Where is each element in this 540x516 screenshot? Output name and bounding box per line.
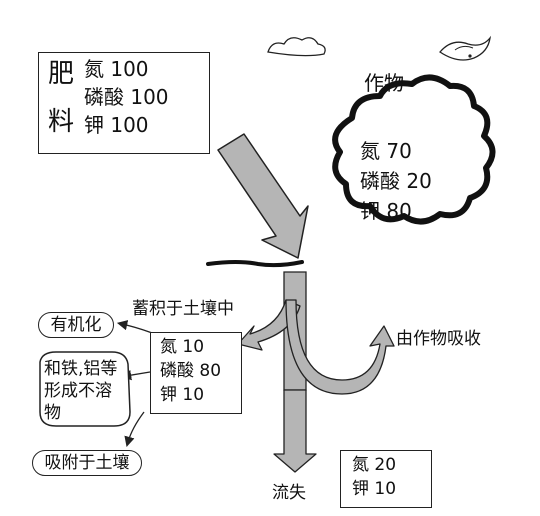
bird-icon bbox=[439, 35, 491, 61]
fertilizer-title-top: 肥 bbox=[48, 59, 75, 89]
fertilizer-arrow bbox=[217, 133, 309, 259]
fertilizer-title-bottom: 料 bbox=[48, 107, 75, 137]
insoluble-line-2: 形成不溶 bbox=[44, 381, 112, 401]
fertilizer-item-n: 氮 100 bbox=[84, 57, 149, 81]
sky-cloud-icon bbox=[267, 37, 326, 57]
crop-item-k: 钾 80 bbox=[360, 199, 412, 223]
crop-title: 作物 bbox=[364, 71, 404, 95]
fertilizer-box bbox=[38, 52, 210, 154]
runoff-label: 流失 bbox=[272, 483, 306, 503]
absorption-arrow bbox=[285, 299, 395, 395]
runoff-item-n: 氮 20 bbox=[352, 455, 397, 475]
soil-item-k: 钾 10 bbox=[160, 385, 205, 405]
absorbed-label: 由作物吸收 bbox=[396, 329, 481, 349]
organic-pill: 有机化 bbox=[38, 312, 114, 338]
crop-item-n: 氮 70 bbox=[360, 139, 412, 163]
soil-item-n: 氮 10 bbox=[160, 337, 205, 357]
crop-canopy-icon bbox=[332, 74, 496, 225]
insoluble-line-1: 和铁,铝等 bbox=[44, 359, 118, 379]
runoff-arrow bbox=[273, 389, 317, 473]
fertilizer-item-p: 磷酸 100 bbox=[84, 85, 169, 109]
soil-item-p: 磷酸 80 bbox=[160, 361, 222, 381]
insoluble-line-3: 物 bbox=[44, 403, 61, 423]
soil-storage-box bbox=[150, 332, 242, 414]
soil-storage-label: 蓄积于土壤中 bbox=[132, 299, 234, 319]
ground-line bbox=[206, 260, 304, 268]
runoff-box bbox=[340, 450, 432, 508]
fertilizer-item-k: 钾 100 bbox=[84, 113, 149, 137]
crop-item-p: 磷酸 20 bbox=[360, 169, 432, 193]
runoff-item-k: 钾 10 bbox=[352, 479, 397, 499]
insoluble-bubble bbox=[39, 351, 131, 427]
adsorbed-pill: 吸附于土壤 bbox=[32, 450, 142, 476]
